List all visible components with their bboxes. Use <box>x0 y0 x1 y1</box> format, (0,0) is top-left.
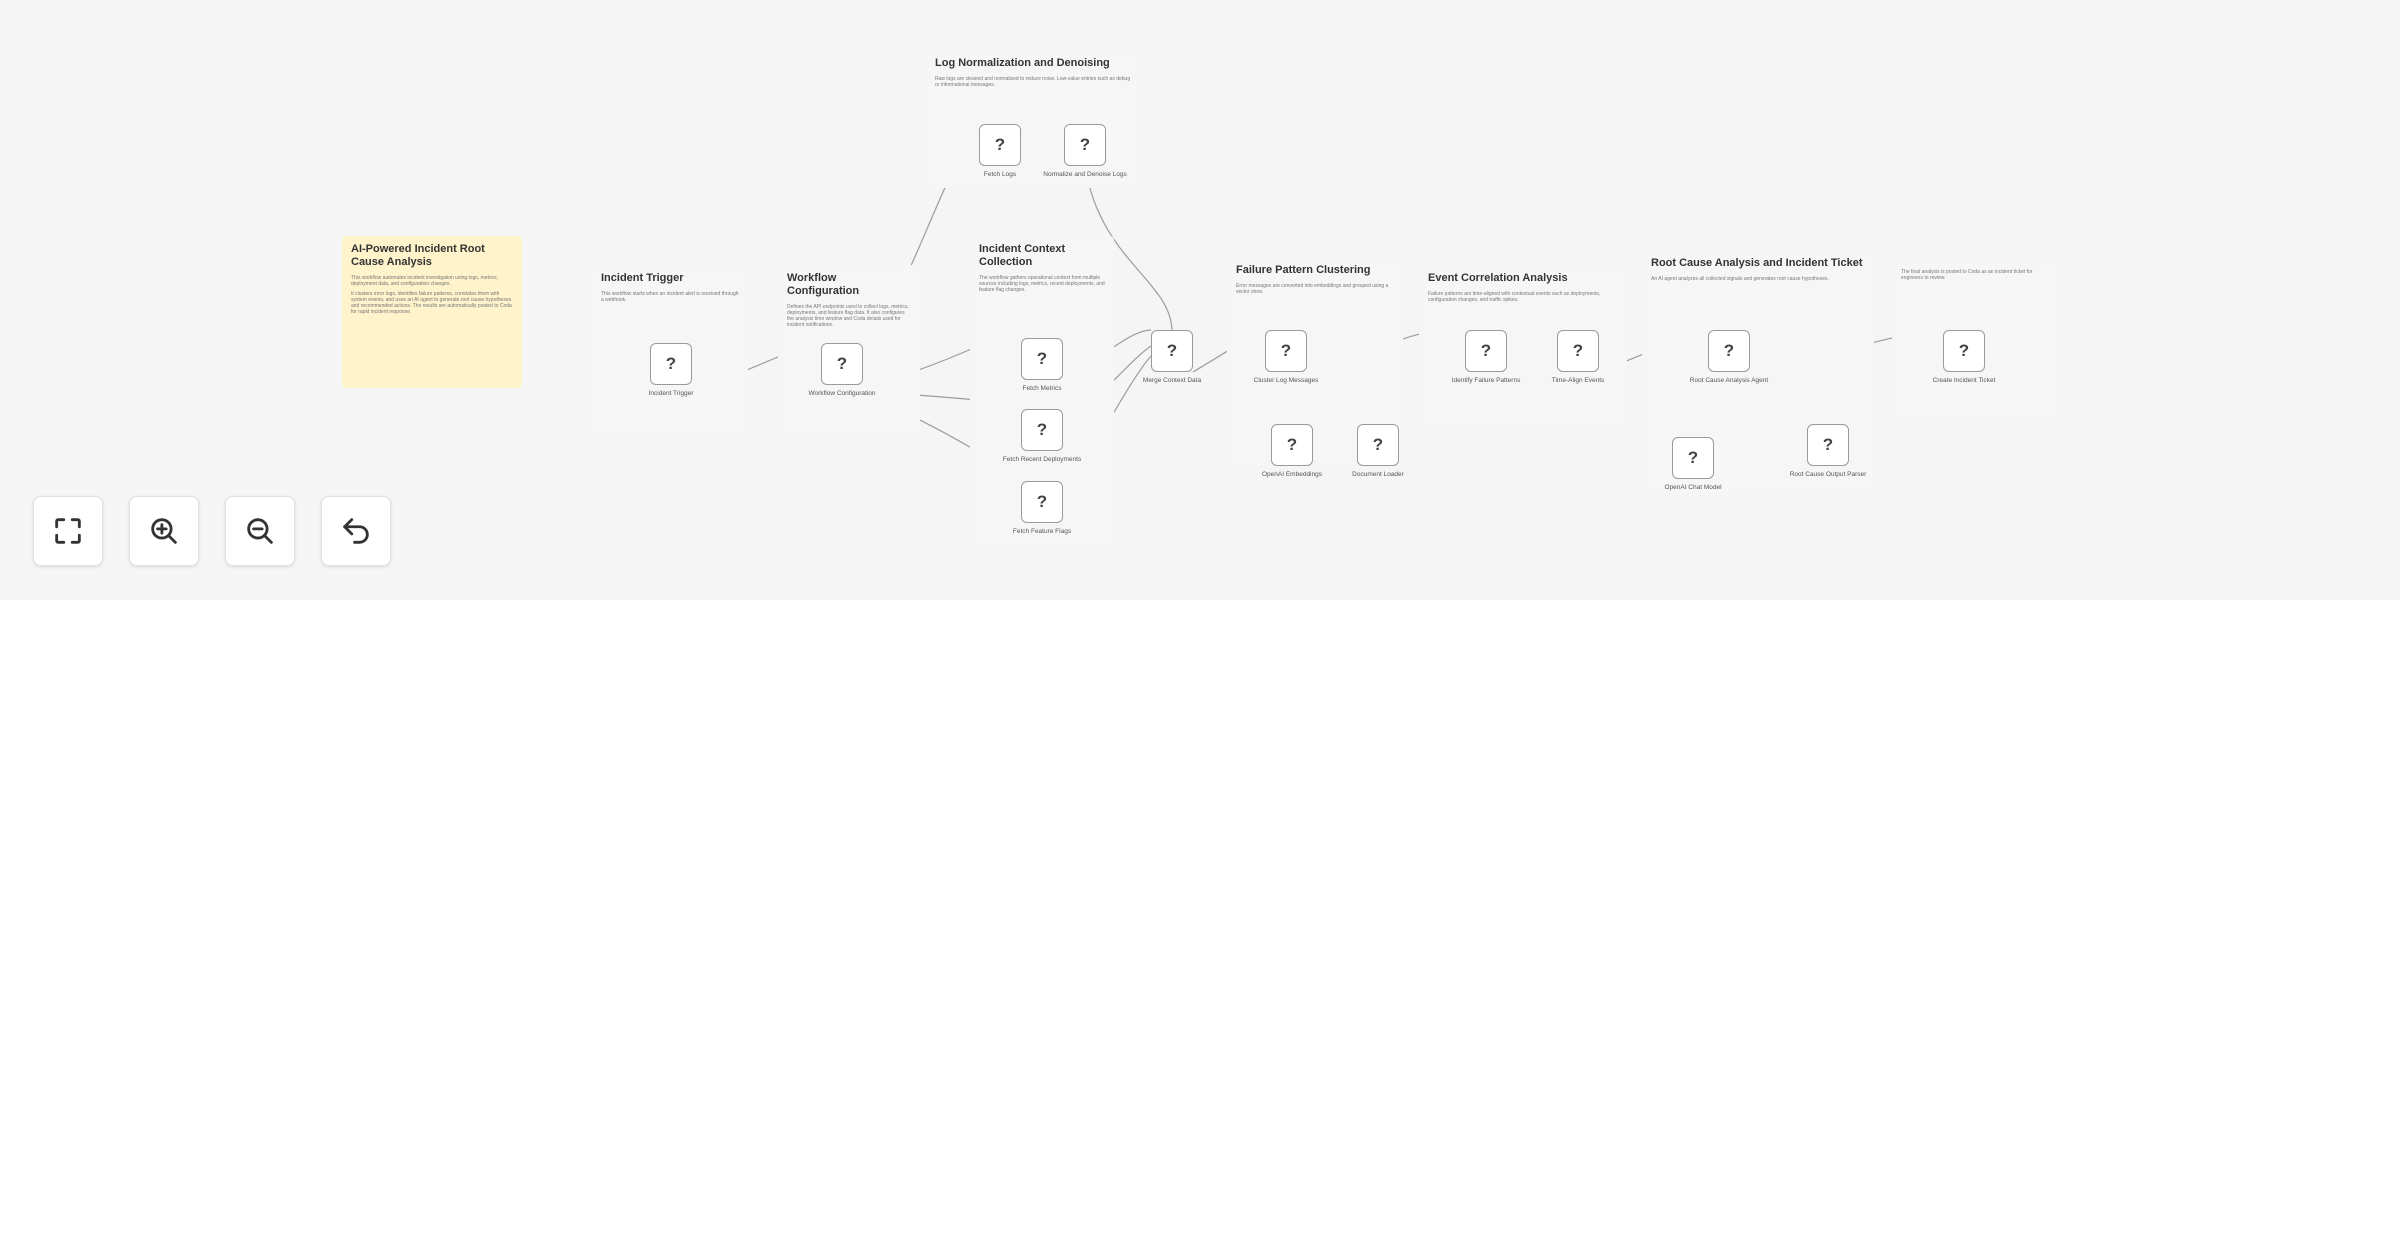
sticky-note-log-normalization[interactable]: Log Normalization and Denoising Raw logs… <box>926 50 1142 188</box>
placeholder-node-icon: ? <box>1021 409 1063 451</box>
placeholder-node-icon: ? <box>1265 330 1307 372</box>
node-label: Root Cause Analysis Agent <box>1689 377 1769 384</box>
fit-view-icon <box>55 518 81 544</box>
placeholder-node-icon: ? <box>1557 330 1599 372</box>
node-label: OpenAI Embeddings <box>1262 471 1322 478</box>
connection-normalize-merge <box>1084 165 1173 331</box>
zoom-out-icon <box>247 518 273 544</box>
sticky-title: Event Correlation Analysis <box>1428 272 1568 284</box>
fit-view-button[interactable] <box>33 496 103 566</box>
sticky-title: Incident Context Collection <box>979 243 1066 268</box>
workflow-canvas[interactable]: AI-Powered Incident Root Cause Analysis … <box>0 0 2400 600</box>
sticky-description: Defines the API endpoints used to collec… <box>787 304 909 328</box>
undo-icon <box>343 518 369 544</box>
zoom-in-button[interactable] <box>129 496 199 566</box>
sticky-note-overview[interactable]: AI-Powered Incident Root Cause Analysis … <box>342 236 522 388</box>
node-label: Root Cause Output Parser <box>1789 471 1867 478</box>
placeholder-node-icon: ? <box>1708 330 1750 372</box>
sticky-description: Failure patterns are time-aligned with c… <box>1428 291 1601 303</box>
placeholder-node-icon: ? <box>1943 330 1985 372</box>
node-label: OpenAI Chat Model <box>1664 484 1722 491</box>
node-label: Document Loader <box>1352 471 1404 478</box>
reset-zoom-button[interactable] <box>321 496 391 566</box>
node-label: Workflow Configuration <box>808 390 876 397</box>
placeholder-node-icon: ? <box>1021 481 1063 523</box>
node-label: Fetch Metrics <box>1022 385 1062 392</box>
placeholder-node-icon: ? <box>1465 330 1507 372</box>
node-label: Fetch Recent Deployments <box>1002 456 1082 463</box>
sticky-description: It clusters error logs, identifies failu… <box>351 291 512 315</box>
sticky-description: The workflow gathers operational context… <box>979 275 1105 293</box>
node-label: Create Incident Ticket <box>1932 377 1996 384</box>
sticky-title: Root Cause Analysis and Incident Ticket <box>1651 257 1863 269</box>
placeholder-node-icon: ? <box>821 343 863 385</box>
placeholder-node-icon: ? <box>1151 330 1193 372</box>
sticky-title: AI-Powered Incident Root Cause Analysis <box>351 243 485 268</box>
sticky-title: Failure Pattern Clustering <box>1236 264 1371 276</box>
node-label: Merge Context Data <box>1142 377 1202 384</box>
sticky-title: Log Normalization and Denoising <box>935 57 1110 69</box>
sticky-note-workflow-configuration[interactable]: Workflow Configuration Defines the API e… <box>778 265 920 437</box>
sticky-description: An AI agent analyzes all collected signa… <box>1651 276 1829 282</box>
node-label: Fetch Feature Flags <box>1012 528 1072 535</box>
node-label: Time-Align Events <box>1551 377 1605 384</box>
placeholder-node-icon: ? <box>650 343 692 385</box>
placeholder-node-icon: ? <box>1672 437 1714 479</box>
node-label: Incident Trigger <box>648 390 694 397</box>
sticky-description: This workflow automates incident investi… <box>351 275 499 287</box>
zoom-out-button[interactable] <box>225 496 295 566</box>
sticky-description: This workflow starts when an incident al… <box>601 291 739 303</box>
sticky-description: The final analysis is posted to Coda as … <box>1901 269 2033 281</box>
placeholder-node-icon: ? <box>1807 424 1849 466</box>
sticky-note-event-correlation[interactable]: Event Correlation Analysis Failure patte… <box>1419 265 1627 429</box>
node-label: Normalize and Denoise Logs <box>1043 171 1127 178</box>
sticky-title: Workflow Configuration <box>787 272 860 297</box>
sticky-note-incident-context[interactable]: Incident Context Collection The workflow… <box>970 236 1114 548</box>
node-label: Cluster Log Messages <box>1253 377 1319 384</box>
placeholder-node-icon: ? <box>1021 338 1063 380</box>
sticky-description: Raw logs are cleaned and normalized to r… <box>935 76 1131 88</box>
sticky-title: Incident Trigger <box>601 272 684 284</box>
sticky-description: Error messages are converted into embedd… <box>1236 283 1389 295</box>
zoom-in-icon <box>151 518 177 544</box>
placeholder-node-icon: ? <box>1357 424 1399 466</box>
placeholder-node-icon: ? <box>1271 424 1313 466</box>
node-label: Fetch Logs <box>983 171 1017 178</box>
node-label: Identify Failure Patterns <box>1451 377 1521 384</box>
placeholder-node-icon: ? <box>1064 124 1106 166</box>
placeholder-node-icon: ? <box>979 124 1021 166</box>
